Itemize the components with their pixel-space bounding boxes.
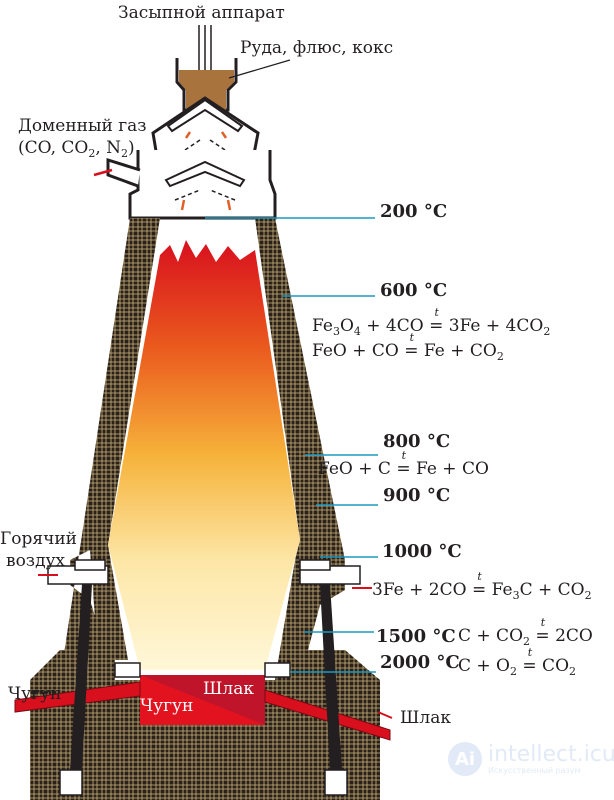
temp-1000: 1000 °C [382, 541, 462, 562]
watermark-logo: Ai [448, 742, 482, 776]
temp-200: 200 °C [380, 201, 448, 222]
reaction-5: C + CO2 t= 2CO [458, 616, 593, 648]
temp-900: 900 °C [383, 485, 451, 506]
reaction-1: Fe3O4 + 4CO t= 3Fe + 4CO2 [312, 306, 551, 338]
charge-label: Руда, флюс, кокс [240, 38, 394, 58]
slag-inside-label: Шлак [203, 679, 254, 699]
iron-inside-label: Чугун [140, 696, 194, 716]
temperature-leaders [205, 217, 378, 673]
reaction-4: 3Fe + 2CO t= Fe3C + CO2 [372, 570, 592, 602]
temp-1500: 1500 °C [376, 626, 456, 647]
hot-air-arrows [38, 574, 372, 589]
charging-device-label: Засыпной аппарат [118, 3, 285, 23]
blast-gas-composition: (CO, CO2, N2) [18, 138, 135, 160]
hot-air-label-1: Горячий [0, 529, 77, 549]
reaction-3: FeO + C t= Fe + CO [318, 449, 489, 479]
blast-gas-label: Доменный газ [18, 116, 147, 136]
reaction-6: C + O2 t= CO2 [458, 646, 577, 678]
tuyeres [47, 559, 361, 796]
support-columns [70, 584, 342, 770]
gas-outlet-arrow [93, 168, 113, 177]
furnace-interior-heat [108, 240, 300, 670]
throat [93, 150, 277, 220]
shaft-wall-left [60, 218, 160, 680]
iron-out-label: Чугун [8, 684, 62, 704]
watermark-tagline: Искусственный разум [488, 765, 581, 775]
temp-600: 600 °C [380, 280, 448, 301]
outflow-arrows [17, 704, 393, 719]
hopper [175, 58, 291, 112]
hot-air-label-2: воздух [6, 551, 66, 571]
reaction-2: FeO + CO t= Fe + CO2 [312, 331, 504, 363]
slag-out-label: Шлак [400, 708, 451, 728]
temp-2000: 2000 °C [380, 652, 460, 673]
watermark-name: intellect.icu [488, 741, 614, 767]
temp-800: 800 °C [383, 431, 451, 452]
